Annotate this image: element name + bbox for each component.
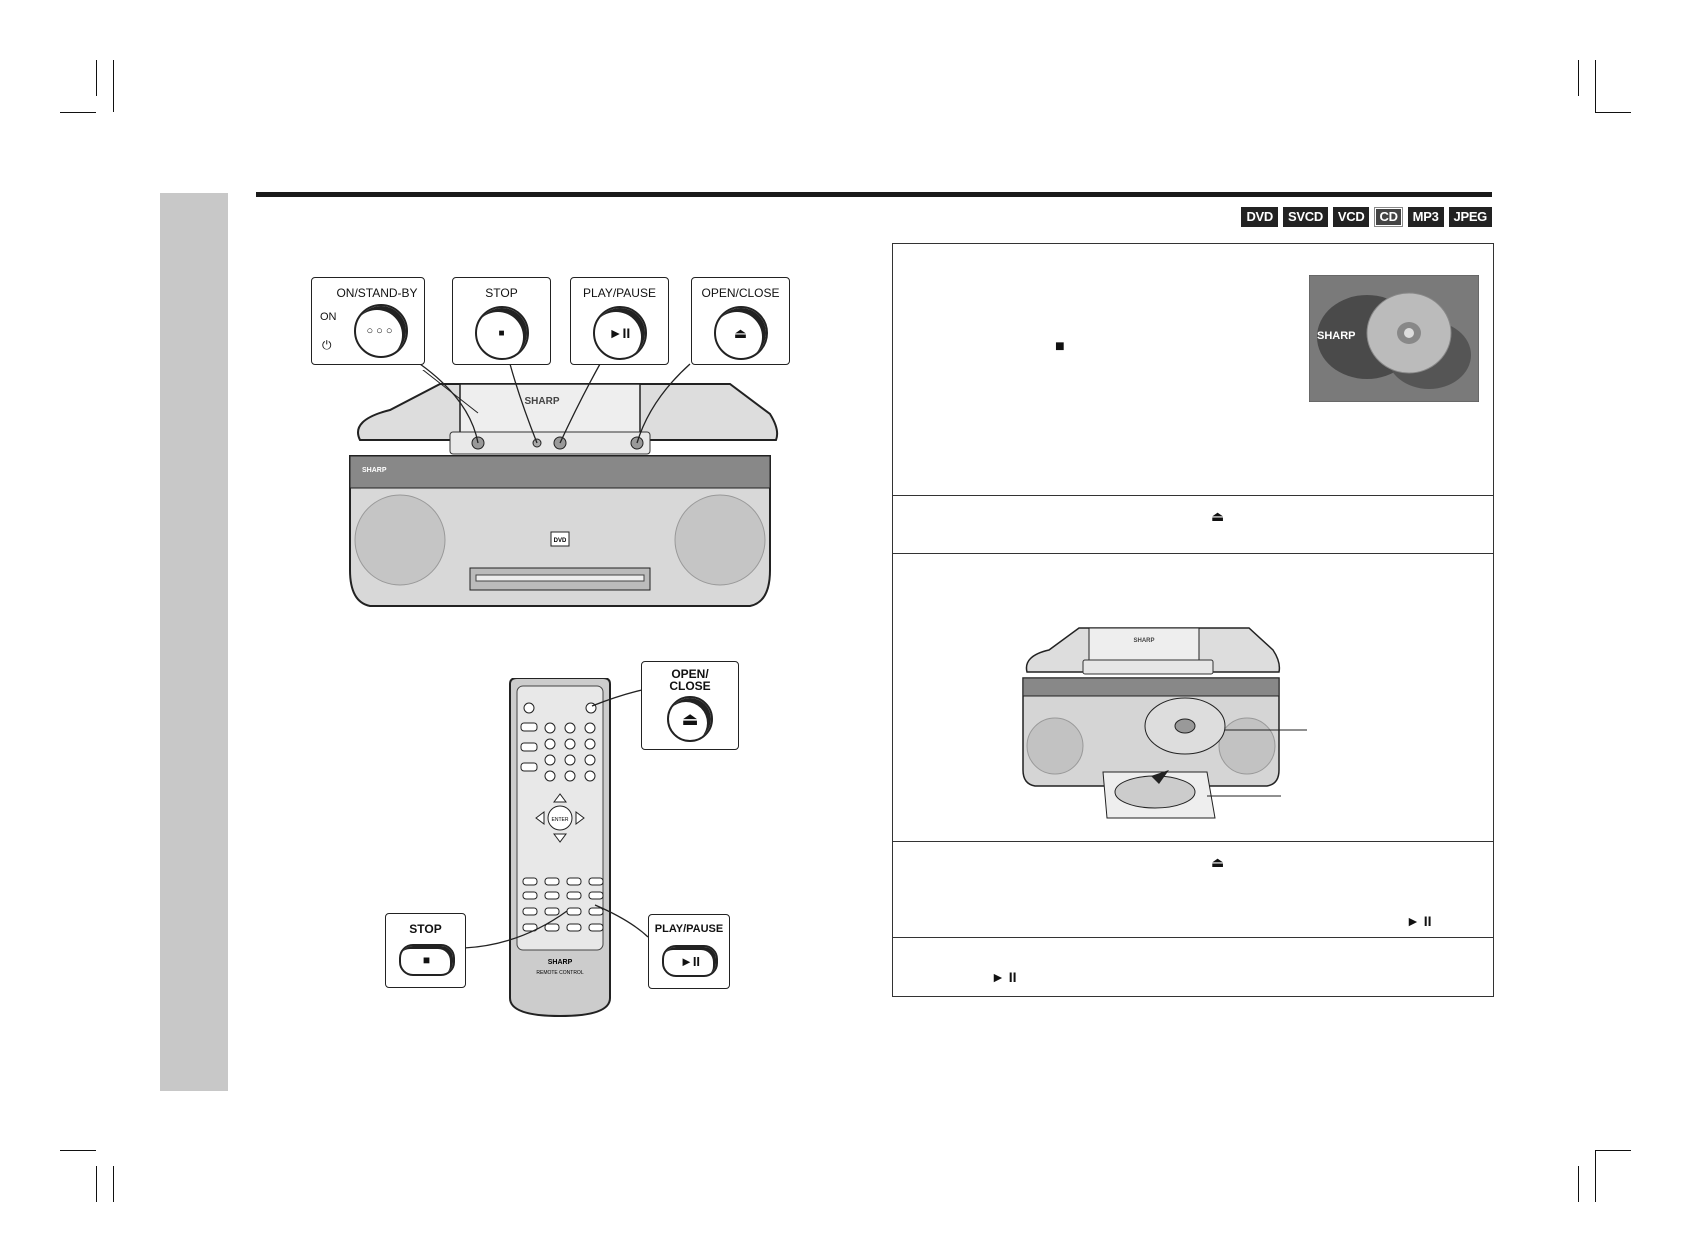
stop-callout: STOP ■ — [452, 277, 551, 365]
crop-mark — [1595, 112, 1631, 113]
remote-play-pause-label: PLAY/PAUSE — [654, 923, 724, 935]
format-badge-vcd: VCD — [1332, 207, 1370, 227]
crop-mark — [1578, 1166, 1579, 1202]
unit-front-brand: SHARP — [362, 467, 387, 474]
remote-stop-label: STOP — [409, 922, 442, 936]
eject-icon: ⏏ — [681, 708, 699, 729]
step-3-panel: SHARP — [892, 553, 1494, 842]
stop-icon: ■ — [422, 953, 431, 967]
remote-open-close-button[interactable]: ⏏ — [667, 696, 713, 742]
on-standby-label: ON/STAND-BY — [336, 286, 418, 300]
stop-icon: ■ — [498, 327, 505, 339]
play-pause-label: PLAY/PAUSE — [583, 286, 656, 300]
stop-icon: ■ — [1055, 338, 1065, 355]
header-rule — [256, 192, 1492, 197]
remote-open-close-callout: OPEN/ CLOSE ⏏ — [641, 661, 739, 750]
on-standby-button[interactable]: ○○○ — [354, 304, 408, 358]
play-pause-icon: ►II — [679, 953, 701, 969]
open-close-label: OPEN/CLOSE — [701, 286, 780, 300]
crop-mark — [113, 60, 114, 112]
play-pause-callout: PLAY/PAUSE ►II — [570, 277, 669, 365]
crop-mark — [60, 112, 96, 113]
on-indicator-label: ON — [320, 311, 337, 323]
crop-mark — [96, 1166, 97, 1202]
remote-play-pause-button[interactable]: ►II — [662, 945, 718, 977]
open-close-button[interactable]: ⏏ — [713, 306, 768, 360]
format-badge-mp3: MP3 — [1407, 207, 1444, 227]
loading-unit-brand: SHARP — [1133, 638, 1154, 644]
unit-dvd-logo: DVD — [554, 538, 567, 544]
crop-mark — [1578, 60, 1579, 96]
remote-control-illustration: ENTER SHARP REMOTE CONTROL — [509, 678, 611, 1018]
remote-play-pause-callout: PLAY/PAUSE ►II — [648, 914, 730, 989]
step-4-panel: ⏏ ► II — [892, 841, 1494, 938]
stop-label: STOP — [485, 286, 518, 300]
crop-mark — [113, 1166, 114, 1202]
step-1-panel: ■ SHARP — [892, 243, 1494, 495]
play-pause-icon: ►II — [608, 325, 631, 341]
standby-icon: ⏻ — [322, 338, 332, 352]
format-badge-dvd: DVD — [1241, 207, 1278, 227]
remote-stop-callout: STOP ■ — [385, 913, 466, 988]
stop-button[interactable]: ■ — [474, 306, 529, 360]
format-badge-jpeg: JPEG — [1448, 207, 1492, 227]
remote-enter-label: ENTER — [552, 817, 569, 823]
play-pause-button[interactable]: ►II — [592, 306, 647, 360]
on-standby-callout: ON/STAND-BY ON ⏻ ○○○ — [311, 277, 425, 365]
section-tab-sidebar — [160, 193, 228, 1091]
format-badge-svcd: SVCD — [1283, 207, 1328, 227]
crop-mark — [1595, 60, 1596, 112]
remote-brand: SHARP — [548, 959, 573, 966]
step-2-panel: ⏏ — [892, 495, 1494, 554]
disc-loading-illustration: SHARP — [1022, 627, 1307, 819]
eject-icon: ⏏ — [1211, 508, 1225, 524]
eject-icon: ⏏ — [733, 324, 748, 341]
crop-mark — [60, 1150, 96, 1151]
remote-open-close-label: OPEN/ CLOSE — [669, 667, 711, 693]
format-badges: DVD SVCD VCD CD MP3 JPEG — [1241, 207, 1492, 227]
main-unit-illustration: SHARP SHARP DVD — [349, 370, 779, 607]
crop-mark — [96, 60, 97, 96]
disc-brand: SHARP — [1317, 330, 1356, 342]
format-badge-cd: CD — [1374, 207, 1403, 227]
eject-icon: ⏏ — [1211, 854, 1225, 870]
crop-mark — [1595, 1150, 1631, 1151]
play-pause-icon: ► II — [1406, 913, 1432, 929]
remote-footer: REMOTE CONTROL — [536, 970, 583, 976]
play-pause-icon: ► II — [991, 969, 1017, 985]
open-close-callout: OPEN/CLOSE ⏏ — [691, 277, 790, 365]
disc-image: SHARP — [1309, 275, 1479, 402]
step-5-panel: ► II — [892, 937, 1494, 997]
unit-brand-logo: SHARP — [524, 396, 559, 407]
crop-mark — [1595, 1150, 1596, 1202]
remote-stop-button[interactable]: ■ — [398, 944, 455, 976]
